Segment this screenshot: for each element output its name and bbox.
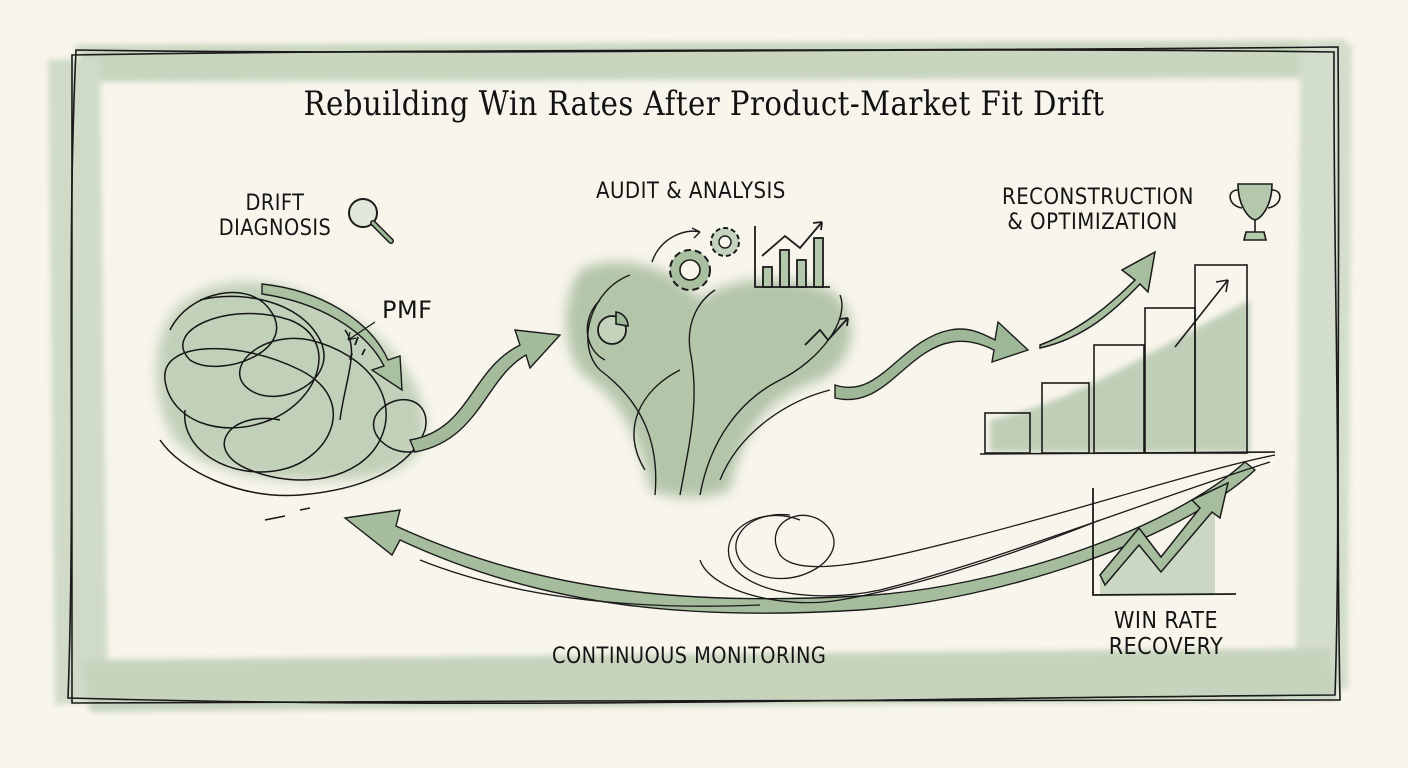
growth-bars [979,264,1276,455]
pmf-arrow [261,283,403,392]
magnifier-icon [348,198,394,244]
stage-reconstruction-line2: & Optimization [1007,209,1178,235]
arrow-drift-to-audit [409,329,562,453]
stage-drift-line2: Diagnosis [218,215,332,241]
arrow-audit-to-reconstruction [834,320,1030,401]
trend-line-icon [804,317,849,346]
tree-strokes [586,274,843,496]
stage-audit-label: Audit & Analysis [596,179,786,204]
page-title: Rebuilding Win Rates After Product-Marke… [303,84,1105,124]
frame-border [67,46,1341,705]
stage-drift-line1: Drift [245,191,305,216]
gears-icon [651,227,740,291]
stage-recovery-line1: Win Rate [1113,608,1219,634]
stage-recovery-label: Win Rate Recovery [1102,608,1230,661]
rising-chart-icon [1092,481,1237,596]
pmf-callout: PMF [382,296,433,324]
tree-wash [566,261,852,498]
stage-reconstruction-label: Reconstruction & Optimization [1002,185,1194,235]
stage-drift-label: Drift Diagnosis [213,191,336,241]
pie-chart-icon [597,311,629,345]
stage-reconstruction-line1: Reconstruction [1002,185,1194,210]
bar-chart-icon [754,221,830,288]
trophy-icon [1229,183,1281,241]
monitoring-label: Continuous Monitoring [552,644,827,669]
swoosh-up-arrow [1039,250,1157,349]
monitoring-loop-arrow [343,454,1276,614]
stage-recovery-line2: Recovery [1108,633,1224,660]
